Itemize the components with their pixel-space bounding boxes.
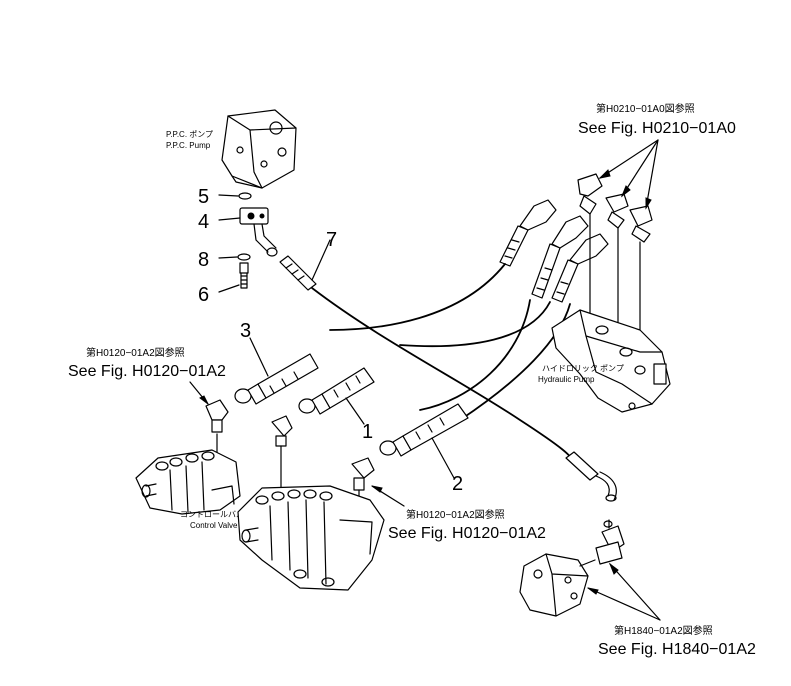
hose-ends-top xyxy=(329,199,609,421)
part-number-8: 8 xyxy=(198,249,209,271)
control-valve-left xyxy=(135,449,241,515)
part-number-1: 1 xyxy=(362,421,373,443)
part-number-3: 3 xyxy=(240,320,251,342)
hydraulic-pump-label-jp: ハイドロリック ポンプ xyxy=(542,364,624,373)
part-number-4: 4 xyxy=(198,211,209,233)
hose-part-2 xyxy=(379,403,469,479)
control-valve-right xyxy=(237,485,385,591)
ppc-pump-label-jp: P.P.C. ポンプ xyxy=(166,130,213,139)
part-number-7: 7 xyxy=(326,229,337,251)
part-number-5: 5 xyxy=(198,186,209,208)
ppc-pump-label-en: P.P.C. Pump xyxy=(166,141,211,150)
hydraulic-pump xyxy=(551,309,671,413)
washer-part-8 xyxy=(218,253,251,261)
part-number-2: 2 xyxy=(452,473,463,495)
ref-bottom-right-en: See Fig. H1840−01A2 xyxy=(598,641,756,658)
hose-part-1 xyxy=(298,367,375,425)
elbow-fitting-left xyxy=(189,381,229,471)
valve-block-bottom-right xyxy=(519,519,661,621)
ref-left-en: See Fig. H0120−01A2 xyxy=(68,363,226,380)
hose-part-3 xyxy=(234,337,319,405)
elbow-fittings-top xyxy=(577,139,659,361)
part-number-6: 6 xyxy=(198,284,209,306)
ref-bottom-right-jp: 第H1840−01A2図参照 xyxy=(614,624,713,637)
hose-part-7 xyxy=(279,239,617,502)
ppc-pump xyxy=(221,109,297,189)
flange-part-4 xyxy=(218,207,278,257)
bolt-part-6 xyxy=(218,262,249,293)
hydraulic-pump-label-en: Hydraulic Pump xyxy=(538,375,595,384)
ref-middle-en: See Fig. H0120−01A2 xyxy=(388,525,546,542)
control-valve-label-en: Control Valve xyxy=(190,521,238,530)
ref-middle-jp: 第H0120−01A2図参照 xyxy=(406,508,505,521)
ref-top-right-en: See Fig. H0210−01A0 xyxy=(578,120,736,137)
control-valve-label-jp: コントロールバルブ xyxy=(180,509,252,519)
ref-left-jp: 第H0120−01A2図参照 xyxy=(86,346,185,359)
ref-top-right-jp: 第H0210−01A0図参照 xyxy=(596,102,695,115)
o-ring-part-5 xyxy=(218,192,252,200)
